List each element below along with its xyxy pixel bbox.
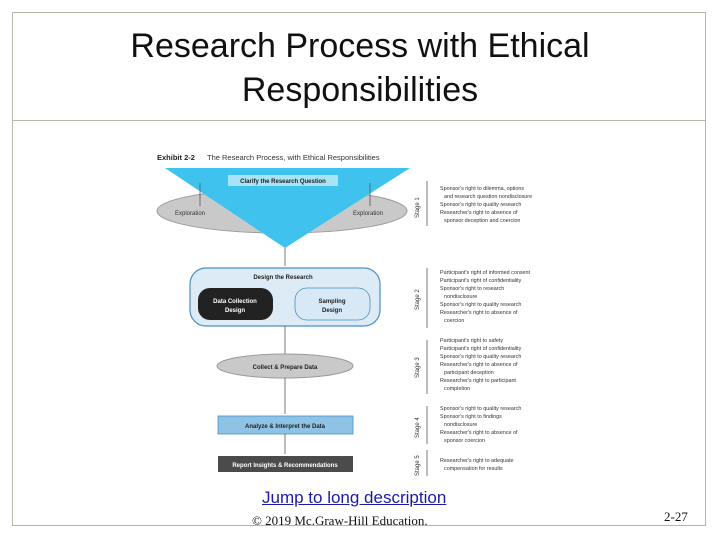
stage-2-item-6: Researcher's right to absence of (440, 310, 518, 316)
stage-4-group: Stage 4 (415, 406, 428, 444)
stage-2-item-1: Participant's right of informed consent (440, 270, 531, 276)
funnel-label: Clarify the Research Question (240, 179, 326, 185)
exploration-right-label: Exploration (353, 211, 383, 217)
slide-frame (12, 12, 706, 526)
stage-2-item-5: Sponsor's right to quality research (440, 302, 521, 308)
stage-3-item-7: completion (444, 386, 470, 392)
stage-4-items: Sponsor's right to quality research Spon… (440, 406, 521, 444)
stage-2-label: Stage 2 (415, 289, 421, 310)
stage-2-group: Stage 2 (415, 268, 428, 328)
stage-5-item-2: compensation for results (444, 466, 503, 472)
analyze-bar (217, 415, 354, 435)
title-line-2: Responsibilities (241, 71, 479, 109)
stage-1-item-4: Researcher's right to absence of (440, 210, 518, 216)
stage-3-label: Stage 3 (415, 357, 421, 378)
sampling-line-2: Design (322, 308, 342, 314)
stage-2-item-3: Sponsor's right to research (440, 286, 504, 292)
stage-3-items: Participant's right to safety Participan… (440, 338, 522, 392)
stage-1-item-1: Sponsor's right to dilemma, options (440, 186, 524, 192)
stage-3-item-4: Researcher's right to absence of (440, 362, 518, 368)
sampling-pill (294, 287, 371, 321)
stage-2-item-4: nondisclosure (444, 294, 477, 300)
report-label: Report Insights & Recommendations (232, 463, 338, 469)
stage-3-item-2: Participant's right of confidentiality (440, 346, 522, 352)
slide-title: Research Process with Ethical Responsibi… (0, 24, 720, 112)
funnel-label-box (228, 175, 338, 186)
stage-1-item-3: Sponsor's right to quality research (440, 202, 521, 208)
stage-2-item-7: coercion (444, 318, 464, 324)
stage-1-items: Sponsor's right to dilemma, options and … (440, 186, 532, 224)
stage-2-item-2: Participant's right of confidentiality (440, 278, 522, 284)
stage-3-item-6: Researcher's right to participant (440, 378, 516, 384)
funnel-shape (165, 168, 410, 248)
design-label: Design the Research (253, 275, 313, 281)
analyze-label: Analyze & Interpret the Data (245, 424, 326, 430)
research-process-diagram: Exhibit 2-2 The Research Process, with E… (156, 153, 532, 476)
stage-4-item-1: Sponsor's right to quality research (440, 406, 521, 412)
sampling-line-1: Sampling (318, 299, 345, 305)
data-collection-line-1: Data Collection (213, 299, 257, 305)
collect-label: Collect & Prepare Data (253, 365, 318, 371)
stage-1-group: Stage 1 (415, 181, 428, 226)
stage-5-item-1: Researcher's right to adequate (440, 458, 514, 464)
page-number: 2-27 (664, 509, 688, 524)
exhibit-number: Exhibit 2-2 (157, 153, 195, 162)
title-area (12, 12, 706, 121)
stage-3-item-1: Participant's right to safety (440, 338, 503, 344)
stage-5-group: Stage 5 (415, 450, 428, 476)
stage-3-item-3: Sponsor's right to quality research (440, 354, 521, 360)
report-bar (218, 456, 353, 472)
stage-3-group: Stage 3 (415, 340, 428, 394)
stage-4-item-5: sponsor coercion (444, 438, 485, 444)
data-collection-pill (198, 288, 273, 320)
exhibit-caption: The Research Process, with Ethical Respo… (207, 153, 380, 162)
stage-4-item-4: Researcher's right to absence of (440, 430, 518, 436)
stage-1-label: Stage 1 (415, 197, 421, 218)
stage-5-items: Researcher's right to adequate compensat… (440, 458, 514, 472)
stage-2-items: Participant's right of informed consent … (440, 270, 531, 324)
stage-1-item-2: and research question nondisclosure (444, 194, 532, 200)
stage-4-label: Stage 4 (415, 417, 421, 438)
stage-3-item-5: participant deception (444, 370, 494, 376)
long-description-link[interactable]: Jump to long description (262, 488, 447, 507)
stage-5-label: Stage 5 (415, 455, 421, 476)
copyright-notice: © 2019 Mc.Graw-Hill Education. (252, 513, 428, 528)
exploration-left-label: Exploration (175, 211, 205, 217)
stage-4-item-3: nondisclosure (444, 422, 477, 428)
stage-1-item-5: sponsor deception and coercion (444, 218, 520, 224)
title-line-1: Research Process with Ethical (130, 27, 590, 65)
stage-4-item-2: Sponsor's right to findings (440, 414, 502, 420)
data-collection-line-2: Design (225, 308, 245, 314)
